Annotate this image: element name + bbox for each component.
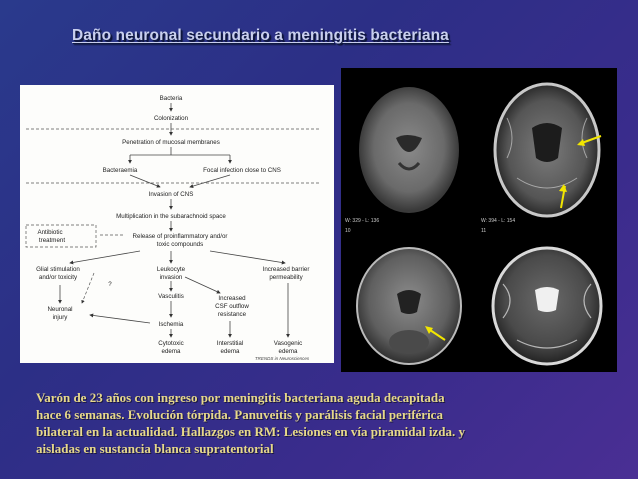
- flow-release-2: toxic compounds: [157, 241, 203, 248]
- flow-glial-1: Glial stimulation: [36, 266, 80, 273]
- flow-csf-3: resistance: [218, 311, 247, 318]
- flow-cytotoxic-2: edema: [162, 348, 181, 355]
- flow-question: ?: [108, 281, 112, 288]
- caption-line-2: hace 6 semanas. Evolución tórpida. Panuv…: [36, 407, 443, 422]
- flow-invasion: Invasion of CNS: [149, 191, 194, 198]
- mri-label-1: W: 329 - L: 136: [345, 218, 380, 224]
- flow-bacteria: Bacteria: [160, 95, 183, 102]
- flow-penetration: Penetration of mucosal membranes: [122, 139, 220, 146]
- mri-coronal-flair: [341, 244, 477, 372]
- flow-barrier-1: Increased barrier: [263, 266, 310, 273]
- flow-antibiotic-1: Antibiotic: [37, 229, 62, 236]
- flow-antibiotic-2: treatment: [39, 237, 65, 244]
- caption-line-1: Varón de 23 años con ingreso por meningi…: [36, 390, 445, 405]
- mri-label-4: 11: [481, 228, 487, 234]
- flow-vasogenic-2: edema: [279, 348, 298, 355]
- case-caption: Varón de 23 años con ingreso por meningi…: [36, 389, 596, 457]
- pathophysiology-flowchart: Bacteria Colonization Penetration of muc…: [20, 85, 334, 363]
- flow-cytotoxic-1: Cytotoxic: [158, 340, 183, 347]
- flow-interstitial-2: edema: [221, 348, 240, 355]
- mri-coronal-t2: [477, 244, 617, 372]
- flow-vasogenic-1: Vasogenic: [274, 340, 302, 347]
- caption-line-4: aisladas en sustancia blanca supratentor…: [36, 441, 274, 456]
- flow-multiplication: Multiplication in the subarachnoid space: [116, 213, 226, 220]
- mri-axial-flair: W: 394 - L: 154 11: [477, 68, 617, 244]
- flow-neuronal-1: Neuronal: [47, 306, 72, 313]
- flow-ischemia: Ischemia: [159, 321, 184, 328]
- flow-neuronal-2: injury: [53, 314, 69, 321]
- flow-barrier-2: permeability: [269, 274, 303, 281]
- flow-vasculitis: Vasculitis: [158, 293, 184, 300]
- mri-label-2: 10: [345, 228, 351, 234]
- flow-leukocyte-1: Leukocyte: [157, 266, 186, 273]
- flow-colonization: Colonization: [154, 115, 189, 122]
- flow-release-1: Release of proinflammatory and/or: [133, 233, 228, 240]
- flow-credit: TRENDS in Neurosciences: [255, 356, 310, 361]
- flow-bacteraemia: Bacteraemia: [103, 167, 138, 174]
- flow-interstitial-1: Interstitial: [217, 340, 243, 347]
- flow-csf-1: Increased: [218, 295, 246, 302]
- caption-line-3: bilateral en la actualidad. Hallazgos en…: [36, 424, 465, 439]
- mri-label-3: W: 394 - L: 154: [481, 218, 516, 224]
- mri-axial-dwi: W: 329 - L: 136 10: [341, 68, 477, 244]
- slide-title: Daño neuronal secundario a meningitis ba…: [72, 27, 449, 44]
- flow-glial-2: and/or toxicity: [39, 274, 78, 281]
- flow-leukocyte-2: invasion: [160, 274, 183, 281]
- flow-focal-infection: Focal infection close to CNS: [203, 167, 281, 174]
- flow-csf-2: CSF outflow: [215, 303, 249, 310]
